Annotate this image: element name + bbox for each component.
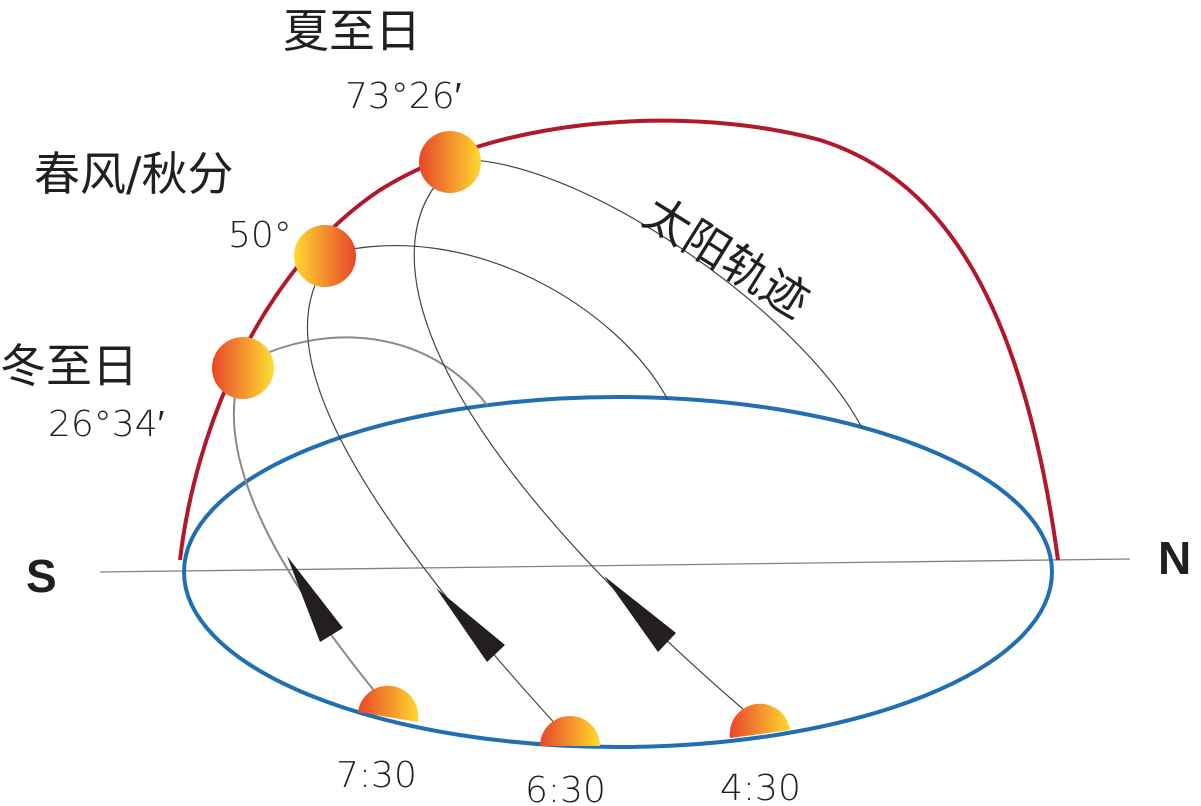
horizon-line [99, 558, 1131, 573]
label-sunrise-equinox: 6:30 [525, 770, 606, 806]
label-north: N [1158, 532, 1191, 584]
label-equinox-angle: 50° [228, 215, 292, 256]
sun-summer-solstice [419, 131, 481, 193]
label-south: S [26, 550, 57, 602]
label-summer-angle: 73°26′ [345, 76, 462, 117]
sun-path-winter [239, 336, 488, 406]
sun-rise-winter [358, 685, 419, 722]
label-sun-path: 太阳轨迹 [634, 186, 819, 329]
sun-path-summer [449, 159, 863, 429]
arrow-winter [287, 556, 343, 642]
label-winter-angle: 26°34′ [48, 404, 165, 445]
label-summer-solstice: 夏至日 [283, 4, 421, 58]
sun-rise-equinox [540, 716, 600, 746]
sun-path-equinox-rise [306, 261, 571, 741]
label-equinox: 春风/秋分 [34, 147, 234, 201]
arrow-equinox [436, 588, 505, 662]
sun-path-winter-rise [232, 379, 391, 711]
sun-winter-solstice [212, 337, 274, 399]
sun-equinox [294, 225, 356, 287]
sun-rise-summer [729, 703, 790, 738]
label-sunrise-summer: 4:30 [720, 768, 801, 806]
label-winter-solstice: 冬至日 [0, 339, 138, 393]
horizon-ellipse [182, 395, 1054, 749]
arrow-summer [604, 576, 676, 652]
label-sunrise-winter: 7:30 [336, 755, 417, 796]
sun-path-equinox [324, 245, 669, 401]
